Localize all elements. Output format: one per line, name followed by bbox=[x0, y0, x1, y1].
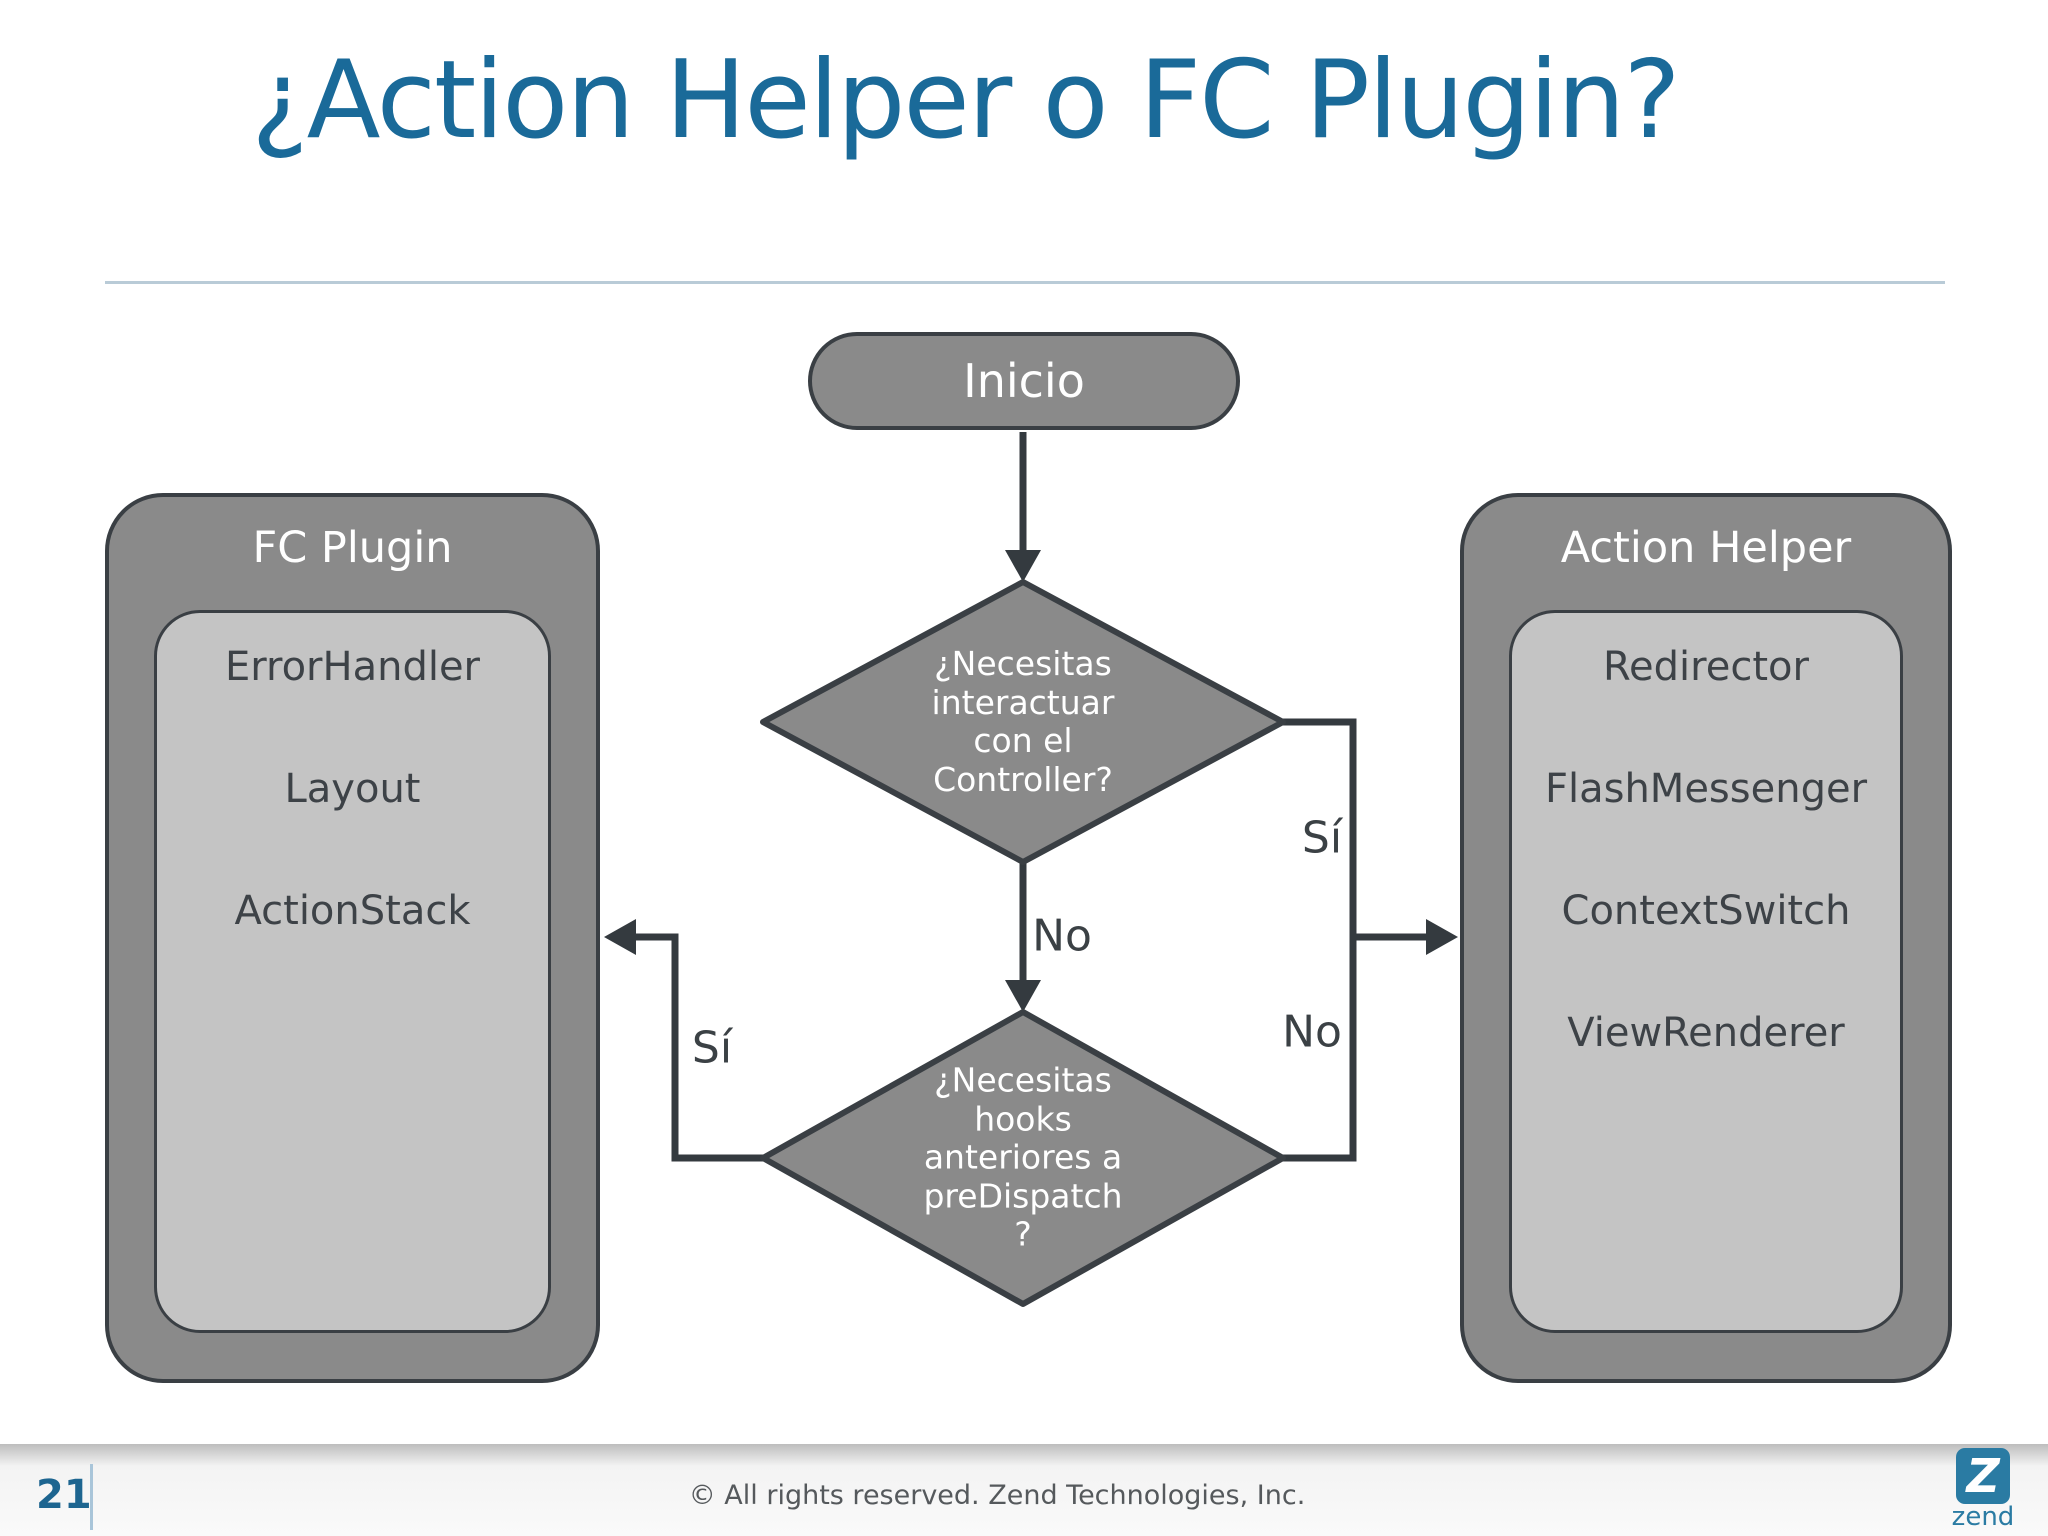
action-helper-items-panel: Redirector FlashMessenger ContextSwitch … bbox=[1509, 610, 1903, 1333]
action-helper-title: Action Helper bbox=[1560, 523, 1852, 573]
edge-to-fc-plugin bbox=[630, 933, 763, 1162]
zend-logo-icon: Z bbox=[1956, 1448, 2010, 1504]
action-helper-item: FlashMessenger bbox=[1544, 766, 1868, 812]
fc-plugin-item: Layout bbox=[284, 766, 421, 812]
fc-plugin-item: ActionStack bbox=[234, 888, 471, 934]
footer: 21 © All rights reserved. Zend Technolog… bbox=[0, 1444, 2048, 1536]
arrowhead-to-fc-plugin bbox=[604, 919, 636, 955]
start-node: Inicio bbox=[808, 332, 1240, 430]
decision-hooks-diamond bbox=[760, 1009, 1286, 1307]
fc-plugin-items-panel: ErrorHandler Layout ActionStack bbox=[154, 610, 551, 1333]
edge-label-hooks-yes: Sí bbox=[691, 1022, 733, 1074]
edge-label-controller-no: No bbox=[1032, 910, 1092, 962]
edge-label-hooks-no: No bbox=[1282, 1006, 1342, 1058]
decision-controller-label: ¿Necesitas interactuar con el Controller… bbox=[931, 643, 1115, 799]
arrowhead-to-action-helper bbox=[1426, 919, 1458, 955]
action-helper-item: Redirector bbox=[1603, 644, 1809, 690]
footer-divider bbox=[90, 1464, 93, 1530]
decision-hooks-label: ¿Necesitas hooks anteriores a preDispatc… bbox=[923, 1060, 1123, 1254]
arrowhead-start-to-controller bbox=[1005, 550, 1041, 582]
page-number: 21 bbox=[36, 1472, 92, 1518]
copyright-text: © All rights reserved. Zend Technologies… bbox=[688, 1480, 1306, 1511]
action-helper-item: ContextSwitch bbox=[1561, 888, 1851, 934]
fc-plugin-title: FC Plugin bbox=[252, 523, 453, 573]
decision-controller-diamond bbox=[760, 579, 1286, 865]
edge-label-controller-yes: Sí bbox=[1301, 812, 1343, 864]
action-helper-item: ViewRenderer bbox=[1567, 1010, 1845, 1056]
fc-plugin-box: FC Plugin ErrorHandler Layout ActionStac… bbox=[105, 493, 600, 1383]
page-title: ¿Action Helper o FC Plugin? bbox=[251, 38, 1680, 163]
title-rule bbox=[105, 281, 1945, 284]
fc-plugin-item: ErrorHandler bbox=[225, 644, 480, 690]
action-helper-box: Action Helper Redirector FlashMessenger … bbox=[1460, 493, 1952, 1383]
zend-logo-wordmark: zend bbox=[1951, 1502, 2015, 1532]
arrowhead-controller-no bbox=[1005, 980, 1041, 1012]
edge-right-rail bbox=[1283, 718, 1357, 1162]
